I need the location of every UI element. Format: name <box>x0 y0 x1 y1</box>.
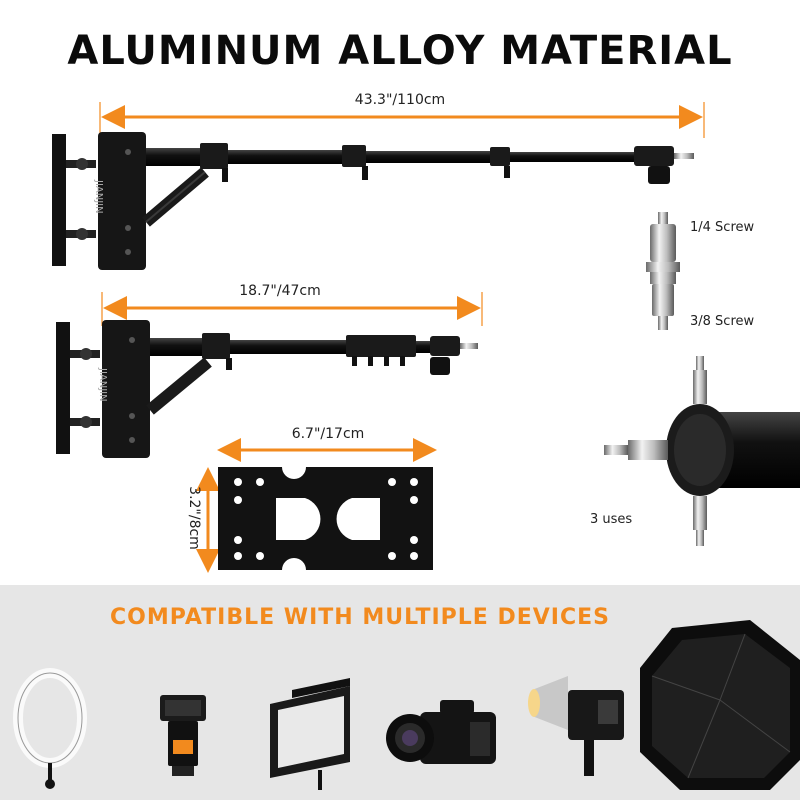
compatible-heading: COMPATIBLE WITH MULTIPLE DEVICES <box>109 605 611 630</box>
three-uses-label: 3 uses <box>590 512 633 527</box>
long-arm-dimension <box>99 102 705 138</box>
page-title: ALUMINUM ALLOY MATERIAL <box>67 28 733 74</box>
short-arm-length-label: 18.7"/47cm <box>239 283 321 299</box>
ring-light-icon <box>13 668 87 789</box>
short-wall-arm <box>56 320 478 458</box>
plate-width-label: 6.7"/17cm <box>291 426 365 442</box>
three-uses-closeup <box>604 356 800 546</box>
adapter-spigot <box>646 212 680 330</box>
long-arm-length-label: 43.3"/110cm <box>354 92 446 108</box>
short-arm-dimension <box>101 292 483 326</box>
speedlight-icon <box>160 695 206 776</box>
adapter-bottom-label: 3/8 Screw <box>690 314 755 329</box>
led-panel-icon <box>270 678 350 790</box>
adapter-top-label: 1/4 Screw <box>690 220 755 235</box>
plate-dimension <box>196 438 437 573</box>
studio-strobe-icon <box>528 676 624 776</box>
dslr-camera-icon <box>386 700 496 764</box>
long-wall-arm <box>52 132 694 270</box>
mounting-plate <box>218 467 433 570</box>
octagon-softbox-icon <box>640 620 800 790</box>
